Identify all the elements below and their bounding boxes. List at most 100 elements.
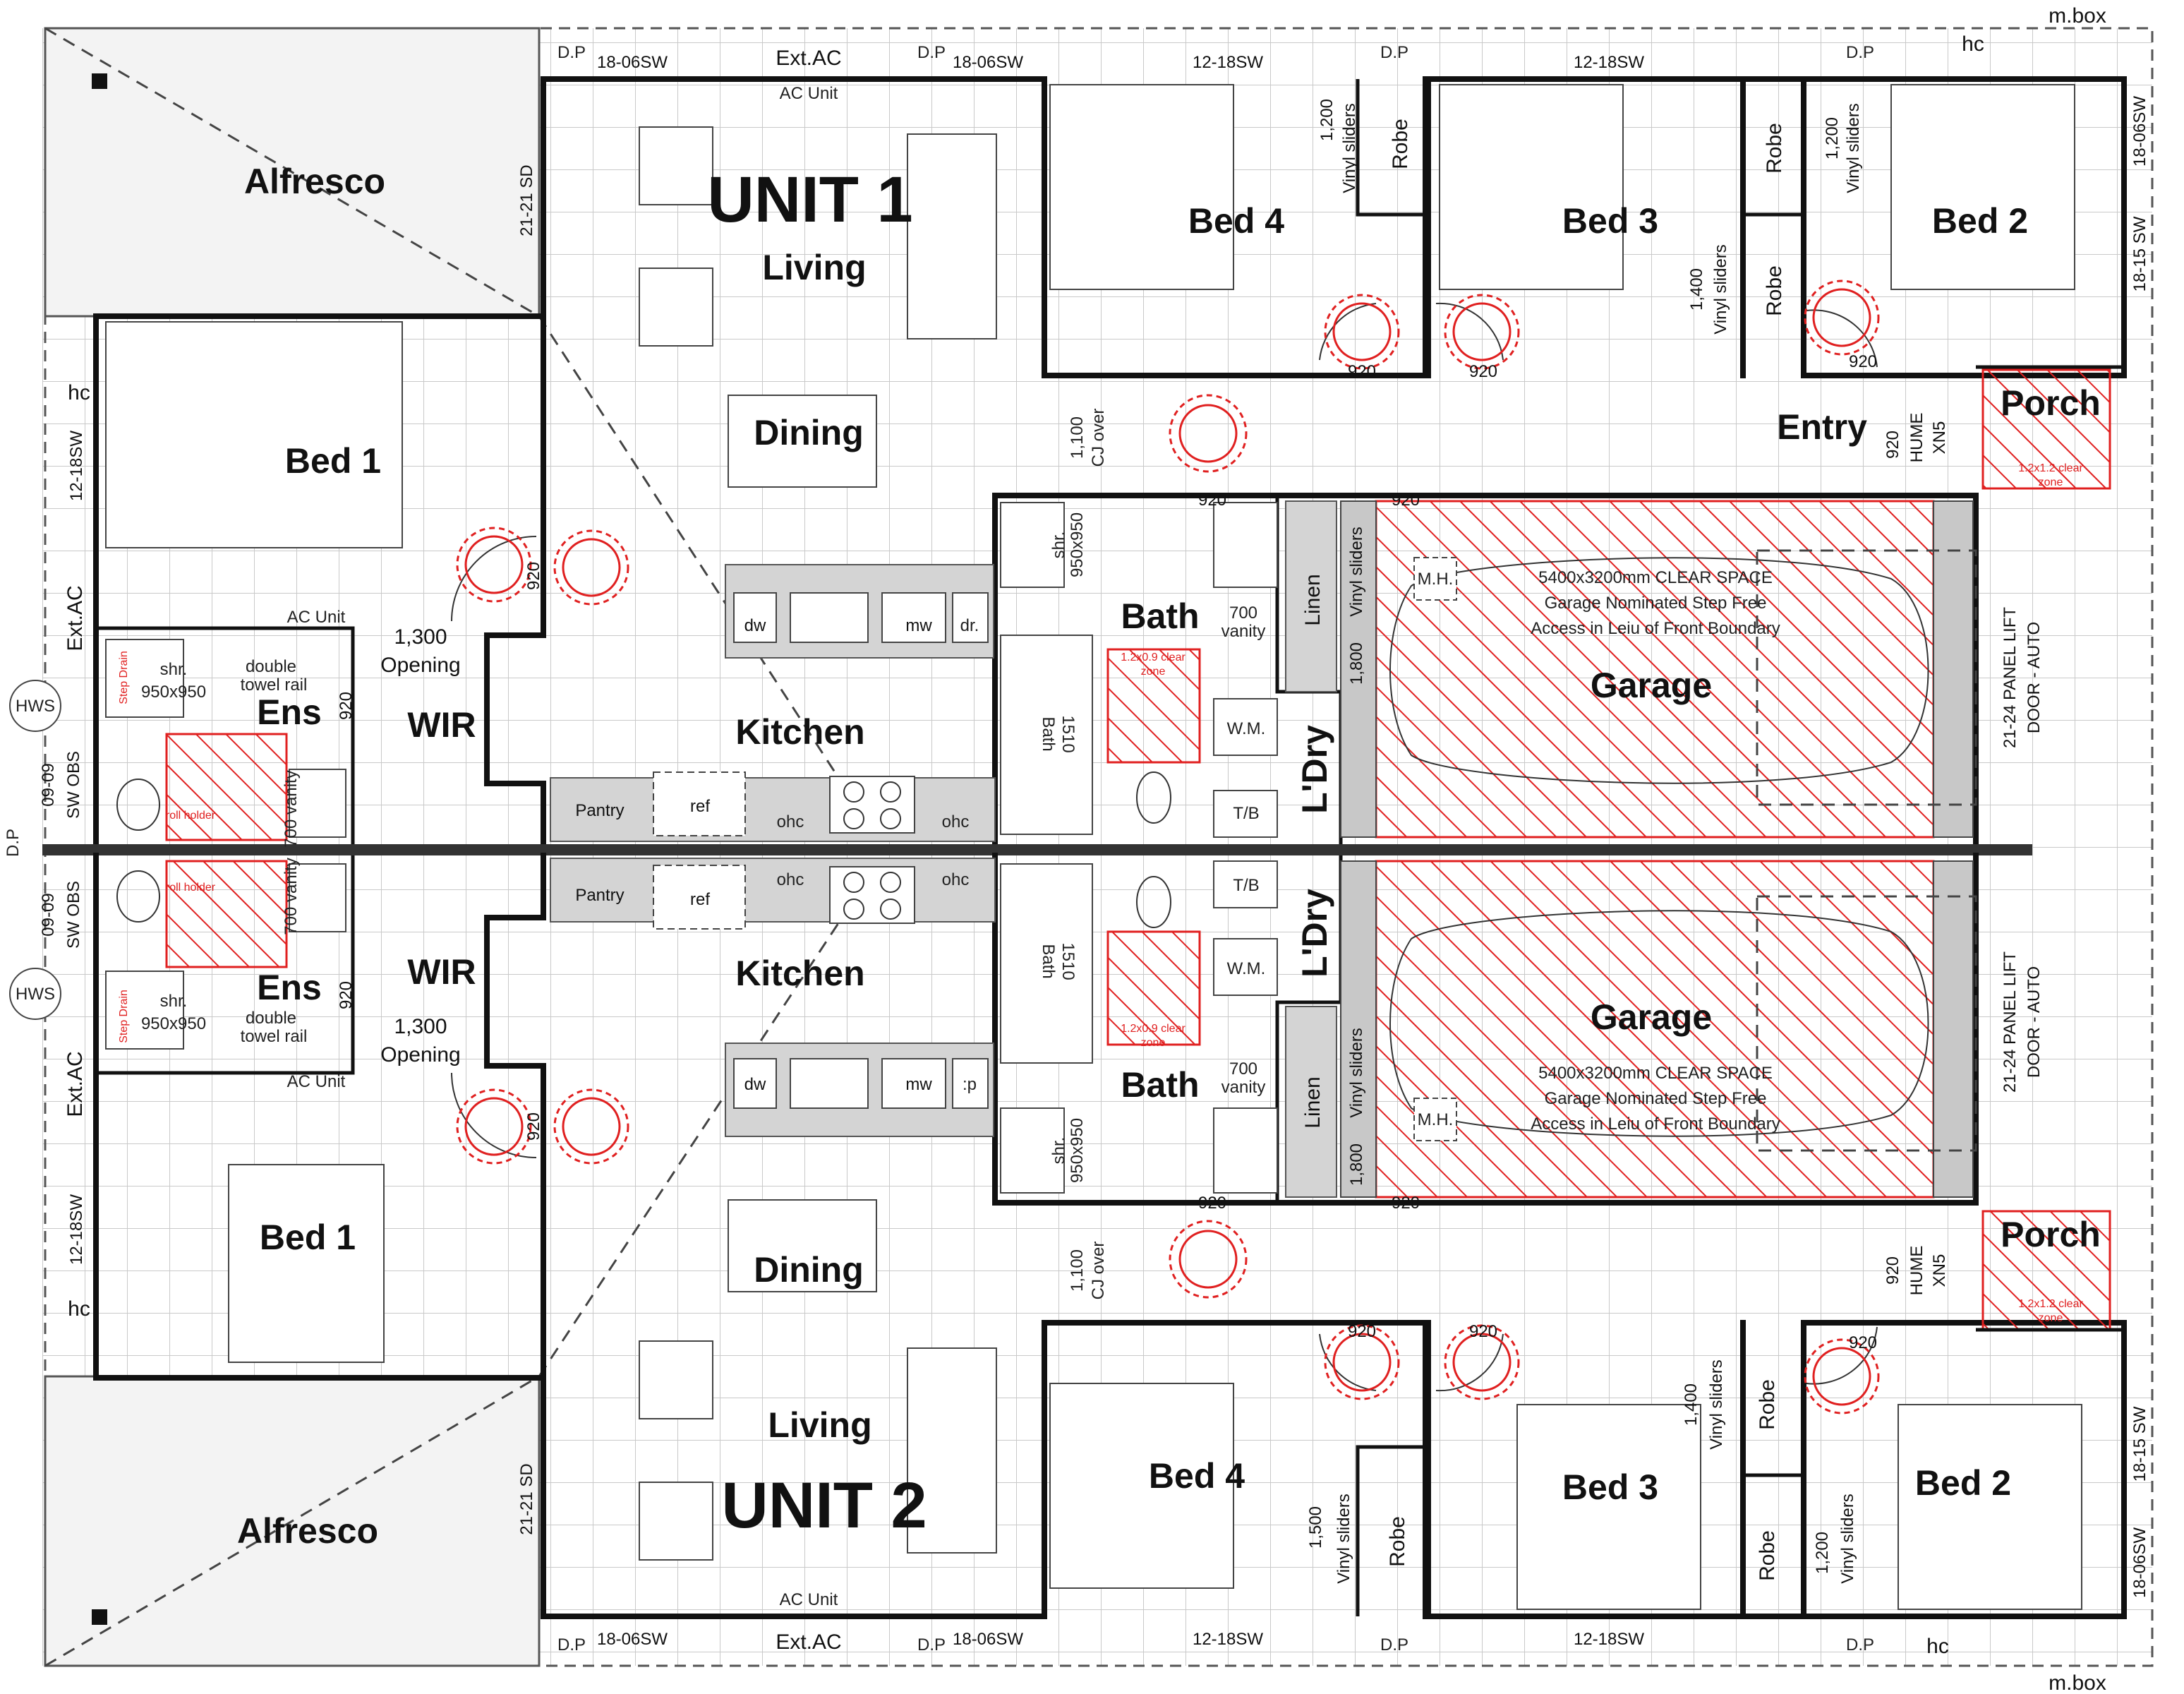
garage-clear-zone-u1 bbox=[1375, 500, 1935, 839]
vinyl-bed4-u2: Vinyl sliders bbox=[1334, 1494, 1353, 1584]
win-right-3: 18-15 SW bbox=[2130, 1406, 2149, 1482]
win-left-u2-bed1: 12-18SW bbox=[67, 1194, 86, 1265]
room-laundry-u2: L'Dry bbox=[1295, 889, 1334, 978]
hws-icon bbox=[9, 680, 61, 732]
pantry-u2: Pantry bbox=[575, 886, 624, 905]
win-right-1: 18-06SW bbox=[2130, 96, 2149, 167]
hc-left-u2: hc bbox=[68, 1297, 90, 1321]
cj-size-u1: 1,100 bbox=[1068, 416, 1087, 459]
clear-porch-u1: 1.2x1.2 clear bbox=[2018, 462, 2083, 474]
garage-door-a-u2: 21-24 PANEL LIFT bbox=[2001, 951, 2020, 1093]
hc-top: hc bbox=[1962, 32, 1984, 56]
door-920-wir-u2: 920 bbox=[337, 981, 356, 1009]
porch-zone-u2 bbox=[1981, 1210, 2111, 1331]
garage-door-b-u1: DOOR - AUTO bbox=[2025, 622, 2044, 733]
hws-label-u1: HWS bbox=[16, 697, 55, 716]
opening-size-u1: 1,300 bbox=[394, 625, 447, 649]
ohc-a-u2: ohc bbox=[777, 870, 804, 889]
win-left-u2-ens-a: 09-09 bbox=[39, 893, 58, 936]
door-920-bed1-u1: 920 bbox=[524, 562, 543, 590]
garage-note-2-u2: Garage Nominated Step Free bbox=[1545, 1089, 1767, 1108]
cj-over-u1: CJ over bbox=[1089, 409, 1108, 467]
shr-size-ens-u1: 950x950 bbox=[141, 683, 206, 702]
hume-u2: HUME bbox=[1907, 1246, 1926, 1296]
towel-rail-u2: towel rail bbox=[241, 1027, 308, 1046]
vinyl-linen-u1: Vinyl sliders bbox=[1347, 527, 1366, 617]
room-alfresco-u1: Alfresco bbox=[244, 162, 385, 201]
ext-ac-left-u2: Ext.AC bbox=[64, 1051, 87, 1117]
door-920-bed3-u2: 920 bbox=[1469, 1322, 1497, 1341]
double-u2: double bbox=[246, 1009, 296, 1028]
door-920-garage-u2: 920 bbox=[1392, 1194, 1420, 1213]
ext-ac-top: Ext.AC bbox=[776, 47, 841, 70]
room-bed3-u1: Bed 3 bbox=[1562, 201, 1658, 241]
dw-u1: dw bbox=[744, 616, 766, 635]
dr-u1: dr. bbox=[960, 616, 979, 635]
unit-2-title: UNIT 2 bbox=[721, 1470, 927, 1542]
room-bath-u1: Bath bbox=[1121, 596, 1199, 636]
room-laundry-u1: L'Dry bbox=[1295, 725, 1334, 814]
room-entry-u1: Entry bbox=[1777, 407, 1867, 447]
dp-top-1: D.P bbox=[557, 43, 586, 62]
vinyl-bed4-u1: Vinyl sliders bbox=[1340, 103, 1359, 193]
double-u1: double bbox=[246, 657, 296, 676]
vinyl-size-bed4-u1: 1,200 bbox=[1317, 99, 1337, 141]
door-920-wir-u1: 920 bbox=[337, 692, 356, 720]
bath-size-u2: 1510 bbox=[1058, 942, 1078, 980]
xn5-u1: XN5 bbox=[1930, 421, 1949, 455]
room-bed1-u2: Bed 1 bbox=[260, 1218, 356, 1257]
opening-size-u2: 1,300 bbox=[394, 1015, 447, 1038]
room-linen-u2: Linen bbox=[1301, 1076, 1325, 1128]
p-u2: :p bbox=[963, 1075, 977, 1094]
room-bed2-u2: Bed 2 bbox=[1915, 1463, 2011, 1503]
door-920-entry-u1: 920 bbox=[1883, 431, 1902, 459]
clear-bath-u2: 1.2x0.9 clear bbox=[1121, 1023, 1185, 1035]
vinyl-size-linen-u1: 1,800 bbox=[1347, 642, 1366, 685]
roll-holder-u1: roll holder bbox=[166, 810, 216, 822]
bath-tub-u1: Bath bbox=[1039, 716, 1058, 751]
robe-b-bed3-u2: Robe bbox=[1756, 1530, 1779, 1581]
dp-bot-2: D.P bbox=[917, 1635, 946, 1654]
mw-u1: mw bbox=[905, 616, 932, 635]
room-linen-u1: Linen bbox=[1301, 574, 1325, 625]
win-left-u1-ens-a: 09-09 bbox=[39, 763, 58, 806]
shr-size-ens-u2: 950x950 bbox=[141, 1014, 206, 1033]
opening-u2: Opening bbox=[380, 1043, 460, 1067]
door-920-entry-u2: 920 bbox=[1883, 1256, 1902, 1285]
room-wir-u2: WIR bbox=[407, 952, 476, 992]
ohc-a-u1: ohc bbox=[777, 812, 804, 831]
step-drain-u2: Step Drain bbox=[118, 990, 130, 1043]
shr-bath-u2: shr. bbox=[1049, 1137, 1068, 1165]
room-wir-u1: WIR bbox=[407, 705, 476, 745]
wm-u2: W.M. bbox=[1227, 959, 1266, 978]
unit-2 bbox=[9, 853, 2127, 1667]
win-top-2: 18-06SW bbox=[953, 53, 1023, 72]
door-920-bath-u2: 920 bbox=[1198, 1194, 1226, 1213]
tub-u1: T/B bbox=[1233, 804, 1259, 823]
room-kitchen-u1: Kitchen bbox=[735, 712, 864, 752]
dp-bot-1: D.P bbox=[557, 1635, 586, 1654]
garage-door-a-u1: 21-24 PANEL LIFT bbox=[2001, 607, 2020, 748]
win-left-u2-ens-b: SW OBS bbox=[64, 881, 83, 949]
unit-1 bbox=[9, 27, 2127, 847]
garage-note-1-u1: 5400x3200mm CLEAR SPACE bbox=[1538, 568, 1773, 587]
robe-bed4-u2: Robe bbox=[1386, 1516, 1409, 1567]
room-kitchen-u2: Kitchen bbox=[735, 954, 864, 993]
vinyl-size-bed3-u1: 1,400 bbox=[1687, 268, 1706, 311]
door-920-bed1-u2: 920 bbox=[524, 1112, 543, 1141]
vinyl-size-bed4-u2: 1,500 bbox=[1306, 1506, 1325, 1549]
ref-u1: ref bbox=[690, 797, 710, 816]
vanity-700-u1: 700 bbox=[1229, 603, 1257, 623]
dp-bot-4: D.P bbox=[1846, 1635, 1874, 1654]
hws-label-u2: HWS bbox=[16, 985, 55, 1004]
door-920-bed4-u1: 920 bbox=[1348, 362, 1376, 381]
win-top-3: 12-18SW bbox=[1193, 53, 1263, 72]
room-bed2-u1: Bed 2 bbox=[1932, 201, 2028, 241]
room-bath-u2: Bath bbox=[1121, 1065, 1199, 1105]
bath-tub-u2: Bath bbox=[1039, 944, 1058, 978]
cj-size-u2: 1,100 bbox=[1068, 1249, 1087, 1292]
vinyl-size-bed2-u1: 1,200 bbox=[1823, 117, 1842, 160]
ext-ac-left-u1: Ext.AC bbox=[64, 585, 87, 651]
room-ens-u2: Ens bbox=[257, 968, 322, 1007]
robe-bed4-u1: Robe bbox=[1389, 119, 1412, 169]
